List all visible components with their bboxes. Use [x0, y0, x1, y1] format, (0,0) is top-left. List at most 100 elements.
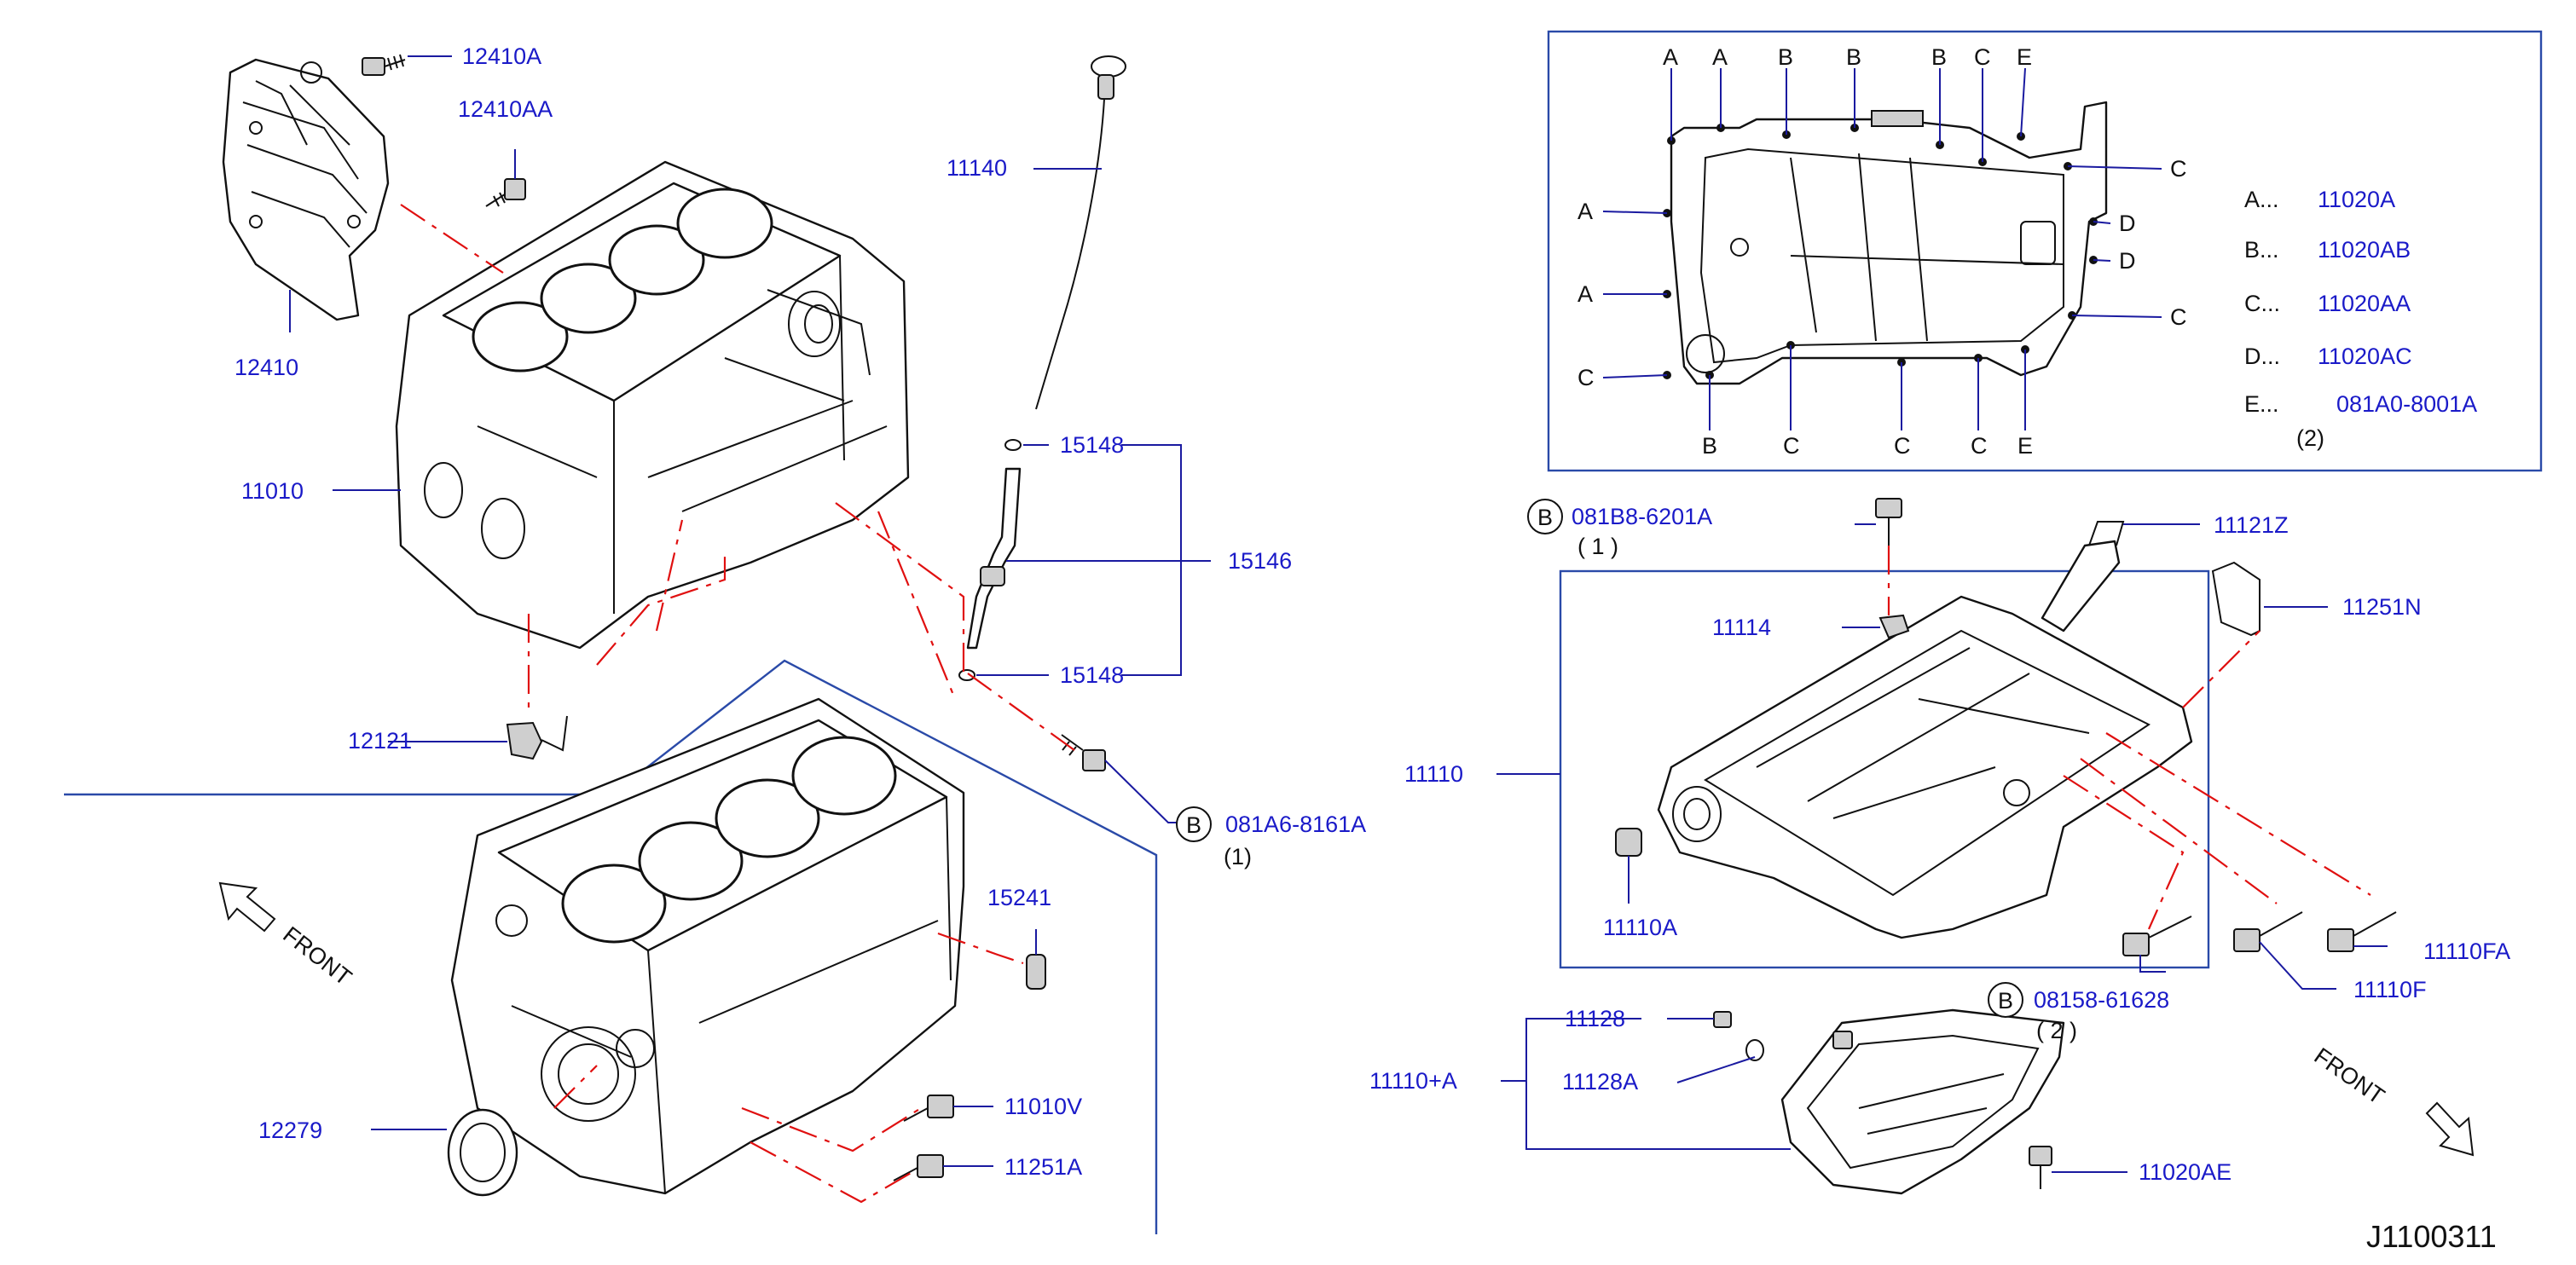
section-divider-line [64, 659, 1158, 1234]
label-11110FA: 11110FA [2423, 939, 2510, 964]
label-08158-qty: ( 2 ) [2036, 1018, 2077, 1043]
inset-letter-right-4: C [2170, 304, 2187, 330]
svg-text:B: B [1186, 812, 1201, 838]
label-11251A: 11251A [1004, 1154, 1082, 1180]
label-12410: 12410 [234, 355, 298, 380]
legend-part-b: 11020AB [2318, 237, 2411, 263]
label-11114: 11114 [1712, 615, 1771, 640]
legend-key-e: E... [2244, 391, 2279, 417]
inset-letter-top-7: E [2017, 44, 2032, 70]
label-11140: 11140 [946, 155, 1007, 181]
label-11020AE: 11020AE [2139, 1159, 2232, 1185]
inset-letter-top-3: B [1778, 44, 1793, 70]
inset-letter-left-1: A [1577, 199, 1593, 224]
svg-text:B: B [1998, 988, 2013, 1014]
drain-plug-11128 [1713, 1011, 1732, 1028]
label-15148-top: 15148 [1060, 432, 1124, 458]
label-081B8-6201A: 081B8-6201A [1572, 504, 1712, 529]
label-11010V: 11010V [1004, 1094, 1082, 1119]
oil-pan-upper-11110 [1657, 595, 2193, 939]
oil-pan-lower-11110plusA [1780, 1008, 2065, 1195]
washer-11128A [1745, 1039, 1764, 1061]
dipstick-guide-15146 [958, 439, 1022, 681]
inset-letter-bottom-5: E [2017, 433, 2033, 459]
circle-marker-08158: B [1988, 982, 2023, 1018]
legend-qty-e: (2) [2296, 425, 2324, 451]
inset-letter-bottom-2: C [1783, 433, 1800, 459]
bolt-081A6-8161A [1061, 734, 1106, 771]
inset-frame [1547, 30, 2543, 472]
label-15146: 15146 [1228, 548, 1292, 574]
label-12279: 12279 [258, 1118, 322, 1143]
inset-letter-left-2: A [1577, 281, 1593, 307]
inset-letter-top-2: A [1712, 44, 1728, 70]
label-11110A: 11110A [1603, 915, 1677, 940]
label-15148-bottom: 15148 [1060, 662, 1124, 688]
front-arrow-left [218, 881, 276, 933]
gasket-11251N [2211, 561, 2261, 637]
bracket-11114 [1878, 614, 1910, 639]
bolt-11251A [893, 1154, 944, 1181]
legend-key-d: D... [2244, 344, 2280, 369]
timing-cover-12410 [222, 58, 390, 321]
front-arrow-right [2425, 1101, 2475, 1157]
legend-part-c: 11020AA [2318, 291, 2411, 316]
label-12410AA: 12410AA [458, 96, 553, 122]
inset-letter-top-6: C [1974, 44, 1991, 70]
legend-key-c: C... [2244, 291, 2280, 316]
label-11010: 11010 [241, 478, 304, 504]
sensor-12121 [506, 715, 568, 760]
inset-letter-right-1: C [2170, 156, 2187, 182]
bolt-11110F [2233, 911, 2303, 952]
label-081B8-qty: ( 1 ) [1577, 534, 1618, 559]
label-12410A: 12410A [462, 43, 541, 69]
legend-part-a: 11020A [2318, 187, 2395, 212]
label-08158-61628: 08158-61628 [2034, 987, 2169, 1013]
label-15241: 15241 [987, 885, 1051, 910]
inset-letter-top-4: B [1846, 44, 1861, 70]
label-12121: 12121 [348, 728, 412, 754]
bolt-081B8-6201A [1875, 498, 1902, 546]
label-11110F: 11110F [2353, 977, 2427, 1002]
inset-letter-top-5: B [1931, 44, 1947, 70]
inset-letter-bottom-4: C [1971, 433, 1988, 459]
inset-letter-right-3: D [2119, 248, 2136, 274]
bolt-11010V [903, 1095, 954, 1122]
inset-letter-bottom-1: B [1702, 433, 1717, 459]
cylinder-block-lower [450, 697, 965, 1195]
inset-letter-top-1: A [1663, 44, 1678, 70]
bolt-11110FA [2327, 911, 2397, 952]
bolt-11020AE [2029, 1146, 2052, 1189]
front-label-right: FRONT [2310, 1043, 2389, 1109]
circle-marker-081A6: B [1176, 806, 1212, 842]
svg-text:B: B [1537, 505, 1553, 530]
diagram-code: J1100311 [2366, 1219, 2497, 1254]
label-11121Z: 11121Z [2214, 512, 2289, 538]
label-11128: 11128 [1565, 1006, 1625, 1031]
label-081A6-8161A: 081A6-8161A [1225, 812, 1366, 837]
label-11110: 11110 [1404, 761, 1463, 787]
inset-leaders [1602, 67, 2162, 430]
inset-letter-right-2: D [2119, 211, 2136, 236]
bolt-12410A [362, 54, 406, 76]
dowel-15241 [1026, 954, 1046, 990]
phantom-lines-left [400, 204, 1075, 1204]
phantom-lines-right [1887, 546, 2371, 930]
dipstick-11140 [1035, 55, 1126, 410]
plug-11110A [1615, 828, 1642, 857]
cylinder-block-11010 [395, 160, 910, 650]
bolt-12410AA [485, 178, 526, 207]
sealant-tube-11121Z [2041, 521, 2125, 632]
legend-part-d: 11020AC [2318, 344, 2412, 369]
legend-key-b: B... [2244, 237, 2279, 263]
oil-pan-frame [1559, 569, 2210, 969]
oil-seal-12279 [447, 1108, 518, 1197]
label-11110plusA: 11110+A [1369, 1068, 1457, 1094]
circle-marker-081B8: B [1527, 499, 1563, 534]
legend-part-e: 081A0-8001A [2336, 391, 2477, 417]
oil-pan-upper-inset-drawing [1670, 101, 2108, 385]
front-label-left: FRONT [278, 921, 356, 991]
label-11251N: 11251N [2342, 594, 2422, 620]
inset-letter-left-3: C [1577, 365, 1595, 390]
